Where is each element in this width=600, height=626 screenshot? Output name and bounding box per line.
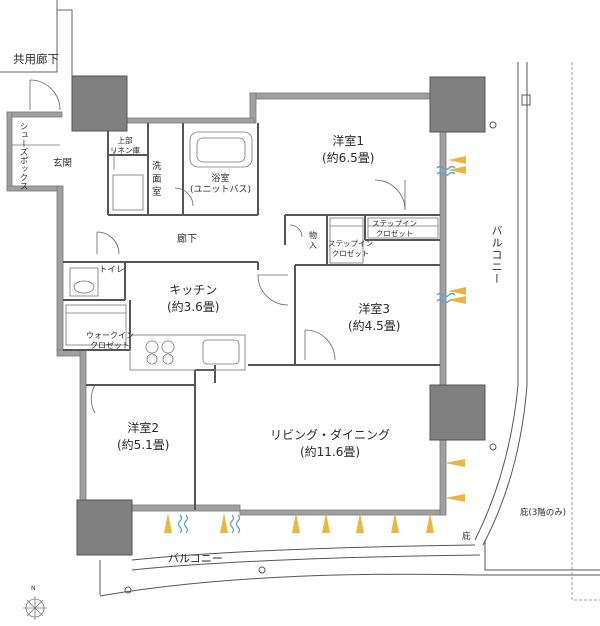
balcony-bottom-label: バルコニー — [168, 552, 223, 565]
western-room-1-label: 洋室1(約6.5畳) — [322, 134, 375, 165]
eave-label: 庇 — [462, 532, 471, 542]
compass-icon — [23, 596, 47, 620]
living-dining-label: リビング・ダイニング(約11.6畳) — [270, 428, 391, 459]
toilet-label: トイレ — [99, 265, 125, 275]
kitchen-counter — [129, 334, 246, 371]
column-e — [429, 384, 486, 441]
eave-note-label: 庇(3階のみ) — [520, 508, 567, 518]
western-room-2-label: 洋室2(約5.1畳) — [117, 421, 170, 452]
washroom-label: 洗面室 — [152, 161, 162, 198]
entrance-label: 玄関 — [53, 158, 73, 169]
compass-north-label: N — [31, 585, 36, 592]
toilet-fixture — [69, 267, 99, 297]
upper-linen-label: 上部リネン庫 — [110, 136, 140, 155]
storage-label: 物入 — [309, 231, 317, 250]
western-room-3-label: 洋室3(約4.5畳) — [348, 302, 401, 333]
common-corridor-wall — [0, 0, 73, 76]
bathroom-label: 浴室(ユニットバス) — [190, 174, 252, 195]
shoe-closet-label: シューズボックス — [18, 122, 28, 190]
balcony-outline — [99, 62, 600, 597]
detail-lines — [12, 131, 439, 371]
column-ne — [429, 76, 486, 133]
columns — [71, 75, 486, 556]
walkin-closet-label: ウォークインクロゼット — [86, 331, 134, 350]
wash-basin — [112, 174, 144, 211]
stove-burner — [145, 340, 159, 354]
common-corridor-label: 共用廊下 — [13, 52, 59, 66]
kitchen-label: キッチン(約3.6畳) — [167, 283, 220, 314]
door-swings — [29, 79, 406, 414]
column-sw — [76, 499, 133, 556]
stepin-closet-label-left: ステップインクロゼット — [328, 239, 373, 258]
eave-lines — [571, 62, 600, 601]
sunlight-marks — [164, 156, 466, 533]
bathtub — [189, 131, 253, 168]
stepin-closet-label-right: ステップインクロゼット — [372, 219, 417, 238]
balcony-right-label: バルコニー — [490, 225, 503, 285]
sink — [202, 339, 240, 365]
column-nw — [71, 75, 128, 132]
hallway-label: 廊下 — [177, 234, 197, 245]
